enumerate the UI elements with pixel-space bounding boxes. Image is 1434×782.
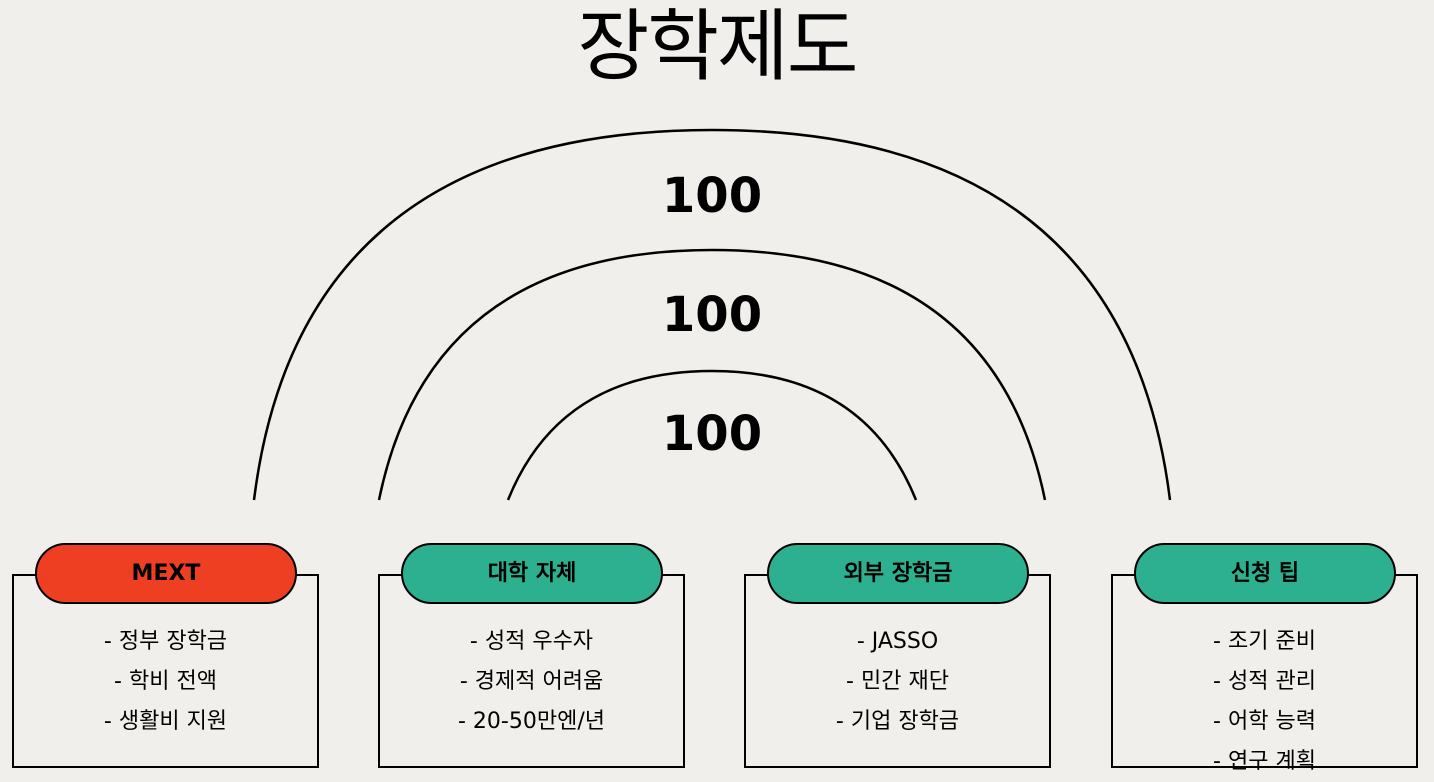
external-pill: 외부 장학금 <box>767 543 1029 604</box>
list-item: - 조기 준비 <box>1213 629 1316 654</box>
middle-arc-label: 100 <box>661 287 763 343</box>
list-item: - JASSO <box>856 629 939 654</box>
tips-pill: 신청 팁 <box>1134 543 1396 604</box>
list-item: - 연구 계획 <box>1213 749 1316 774</box>
tips-card <box>1111 574 1418 768</box>
outer-arc-label: 100 <box>661 168 763 224</box>
tips-items: - 조기 준비 - 성적 관리 - 어학 능력 - 연구 계획 <box>1111 622 1418 782</box>
inner-arc-label: 100 <box>661 406 763 462</box>
university-pill: 대학 자체 <box>401 543 663 604</box>
list-item: - 20-50만엔/년 <box>458 709 605 734</box>
inner-arc <box>506 369 918 501</box>
list-item: - 생활비 지원 <box>103 709 228 734</box>
outer-arc <box>252 128 1172 501</box>
mext-card <box>12 574 319 768</box>
list-item: - 성적 우수자 <box>469 629 594 654</box>
list-item: - 경제적 어려움 <box>459 669 604 694</box>
list-item: - 기업 장학금 <box>835 709 960 734</box>
list-item: - 성적 관리 <box>1213 669 1316 694</box>
page-title: 장학제도 <box>577 2 858 92</box>
list-item: - 어학 능력 <box>1213 709 1316 734</box>
mext-pill: MEXT <box>35 543 297 604</box>
external-card <box>744 574 1051 768</box>
middle-arc <box>377 248 1047 501</box>
mext-items: - 정부 장학금 - 학비 전액 - 생활비 지원 <box>12 622 319 742</box>
university-items: - 성적 우수자 - 경제적 어려움 - 20-50만엔/년 <box>378 622 685 742</box>
external-items: - JASSO - 민간 재단 - 기업 장학금 <box>744 622 1051 742</box>
list-item: - 학비 전액 <box>114 669 217 694</box>
list-item: - 정부 장학금 <box>103 629 228 654</box>
list-item: - 민간 재단 <box>846 669 949 694</box>
